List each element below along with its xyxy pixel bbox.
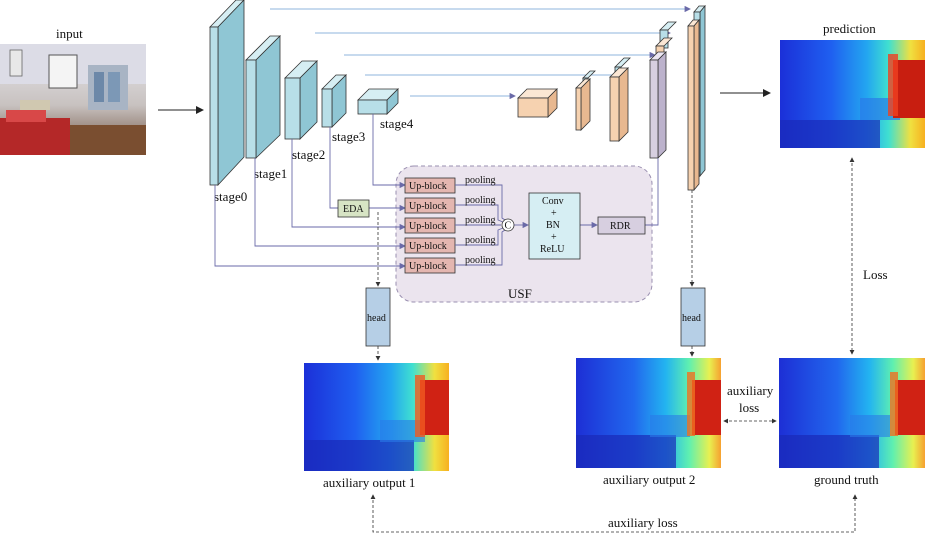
pooling-label-5: pooling xyxy=(465,255,496,266)
conv-bn-relu-block xyxy=(528,192,581,260)
rdr-block xyxy=(597,216,646,235)
plus-label-2: + xyxy=(551,232,557,243)
head-block-1 xyxy=(365,287,391,347)
stage4-label: stage4 xyxy=(380,116,414,131)
aux-loss-arrow-bottom xyxy=(370,494,858,533)
pooling-lines xyxy=(455,158,659,266)
decoder-block-1 xyxy=(517,88,558,118)
upblock-4: Up-block xyxy=(404,237,456,254)
usf-module xyxy=(395,165,653,303)
decoder-block-2 xyxy=(575,70,596,131)
plus-label-1: + xyxy=(551,208,557,219)
encoder-stage0-block xyxy=(209,0,245,187)
encoder-stage4-block xyxy=(357,88,399,115)
encoder-stage3-block xyxy=(321,74,347,128)
decoder-block-5 xyxy=(687,4,706,192)
upblock-5-label: Up-block xyxy=(409,261,447,272)
head-block-2 xyxy=(680,287,706,347)
encoder-stage1-block xyxy=(245,35,281,159)
loss-label: Loss xyxy=(863,267,888,282)
relu-label: ReLU xyxy=(540,244,565,255)
concat-label: C xyxy=(505,221,512,232)
pooling-label-4: pooling xyxy=(465,235,496,246)
upblock-2-label: Up-block xyxy=(409,201,447,212)
usf-label: USF xyxy=(508,286,532,301)
ground-truth-label: ground truth xyxy=(814,472,879,487)
ground-truth-depth-map xyxy=(779,358,925,468)
stage0-label: stage0 xyxy=(214,189,247,204)
auxiliary-output-1-label: auxiliary output 1 xyxy=(323,475,415,490)
prediction-depth-map xyxy=(780,40,925,148)
aux-loss-label-line1: auxiliary xyxy=(727,383,774,398)
pooling-label-3: pooling xyxy=(465,215,496,226)
auxiliary-output-2-label: auxiliary output 2 xyxy=(603,472,695,487)
stage3-label: stage3 xyxy=(332,129,365,144)
pooling-label-2: pooling xyxy=(465,195,496,206)
upblock-3-label: Up-block xyxy=(409,221,447,232)
conv-label: Conv xyxy=(542,196,564,207)
input-label: input xyxy=(56,26,83,41)
upblock-1: Up-block xyxy=(404,177,456,194)
decoder-block-3 xyxy=(609,57,631,142)
auxiliary-output-1-depth-map xyxy=(304,363,449,471)
encoder-stage2-block xyxy=(284,60,318,140)
eda-label: EDA xyxy=(343,204,364,215)
auxiliary-output-2-depth-map xyxy=(576,358,721,468)
loss-label-bg xyxy=(858,264,896,284)
aux-loss-label-line2: loss xyxy=(739,400,759,415)
head-1-label: head xyxy=(367,313,386,324)
usf-input-lines xyxy=(214,114,406,270)
decoder-block-4 xyxy=(649,21,677,159)
upblock-5: Up-block xyxy=(404,257,456,274)
stage2-label: stage2 xyxy=(292,147,325,162)
stage1-label: stage1 xyxy=(254,166,287,181)
upblock-1-label: Up-block xyxy=(409,181,447,192)
concat-node xyxy=(501,218,515,232)
upblock-3: Up-block xyxy=(404,217,456,234)
upblock-2: Up-block xyxy=(404,197,456,214)
input-image xyxy=(0,44,146,155)
aux-loss-bottom-label: auxiliary loss xyxy=(608,515,678,530)
upblock-4-label: Up-block xyxy=(409,241,447,252)
skip-connections xyxy=(270,5,691,100)
bn-label: BN xyxy=(546,220,560,231)
prediction-label: prediction xyxy=(823,21,876,36)
rdr-label: RDR xyxy=(610,221,631,232)
pooling-label-1: pooling xyxy=(465,175,496,186)
head-2-label: head xyxy=(682,313,701,324)
eda-block xyxy=(337,199,370,218)
